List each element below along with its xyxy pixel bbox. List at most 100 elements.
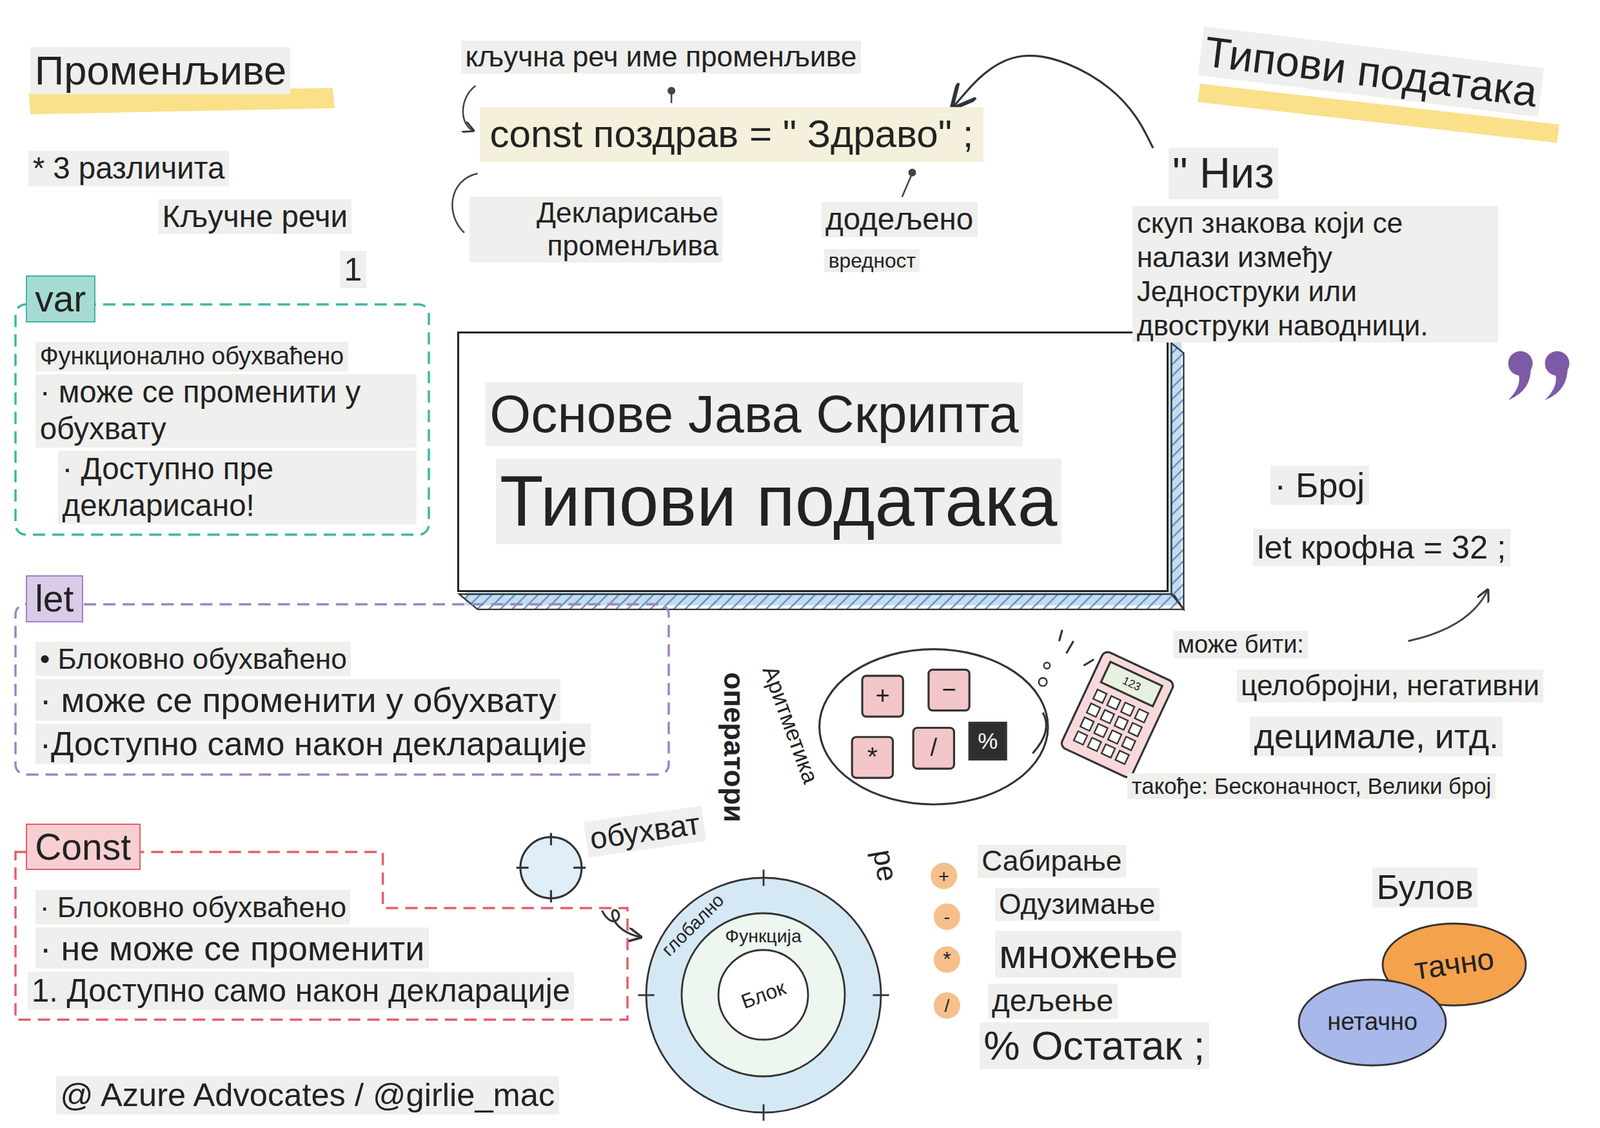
code-line: const поздрав = " Здраво" ; (489, 110, 974, 158)
calculator-button (1135, 708, 1149, 723)
highlight-stroke (1198, 83, 1560, 144)
operator-symbol: + (871, 681, 894, 711)
leader-dot (909, 169, 916, 176)
operator-marker: + (934, 864, 954, 887)
string-type: " Низскуп знакова који се налази између … (1117, 147, 1506, 343)
ring-tick (762, 869, 765, 886)
scope-note: • Блоковно обухваћено (35, 641, 351, 676)
dashed-outline (15, 604, 669, 775)
type-note: такође: Бесконачност, Велики број (1127, 773, 1495, 800)
calculator-button (1107, 730, 1122, 744)
ring-tick (637, 993, 654, 996)
scope-label: Блок (737, 975, 789, 1015)
sparkle-lines (1058, 630, 1094, 666)
note-text: Кључне речи (158, 199, 352, 235)
keyword-tag: var (25, 275, 96, 322)
code-line: let крофна = 32 ; (1253, 528, 1511, 567)
operator-name: Одузимање (995, 888, 1160, 921)
scope-note: Функционално обухваћено (35, 341, 348, 372)
title-line: Основе Јава Скрипта (485, 382, 1023, 447)
ellipse-outline (1382, 923, 1526, 1006)
credit-footer: @ Azure Advocates / @girlie_mac (56, 1076, 560, 1114)
rule-note: 1. Доступно само након декларације (27, 971, 575, 1010)
rule-note: ·Доступно само након декларације (35, 723, 591, 765)
scope-icon-ring (520, 837, 582, 899)
operator-key (969, 722, 1007, 760)
calculator-button (1093, 689, 1107, 703)
code-example: const поздрав = " Здраво" ; (479, 107, 985, 162)
curved-label: ре (865, 842, 905, 889)
quote-tail (1545, 365, 1568, 401)
boolean-value: нетачно (1327, 1007, 1418, 1038)
var-scope-box-outline (15, 304, 429, 535)
const-scope-box: Const· Блоковно обухваћено· не може се п… (15, 851, 628, 1020)
leader-lines (452, 85, 916, 233)
calculator-icon (1059, 650, 1176, 780)
operator-symbol: % (973, 728, 1003, 754)
circle-outline (646, 877, 881, 1113)
true-bubble-outline (1382, 923, 1526, 1006)
block-scope-outline (718, 949, 809, 1040)
calculator-button (1120, 702, 1135, 716)
calculator-buttons (1073, 689, 1149, 765)
operator-marker: - (939, 906, 954, 928)
scope-icon-tick (573, 866, 586, 869)
hatched-band (459, 593, 1184, 610)
calculator-button (1128, 722, 1143, 737)
leader-line (670, 94, 673, 104)
function-scope-outline (681, 913, 845, 1077)
marker-blob (930, 862, 958, 889)
let-scope-box-outline (15, 604, 669, 775)
block-scope: Блок (718, 949, 809, 1040)
operator-symbol: * (862, 741, 882, 772)
scope-icon-tick (550, 889, 553, 903)
scope-icon-tick (516, 866, 529, 869)
keyword-tag: Const (25, 823, 141, 870)
global-scope-outline (646, 877, 881, 1113)
quote-dot (1545, 350, 1570, 376)
marker-blob (933, 903, 961, 930)
section-heading: Типови података (1198, 26, 1544, 118)
code-annotation: Декларисање променљива (469, 196, 723, 263)
calculator-button (1101, 744, 1116, 758)
curved-label: Аритметика (756, 658, 826, 791)
calculator-button (1122, 736, 1136, 751)
scope-icon (516, 833, 587, 903)
scope-icon-tick (550, 833, 553, 846)
code-annotation: додељено (821, 201, 978, 238)
calculator-button (1100, 710, 1115, 724)
calculator-display (1100, 661, 1163, 707)
const-scope-box-outline (15, 851, 628, 1020)
scope-label: Функција (724, 924, 801, 947)
thought-bubble (819, 649, 1048, 805)
quote-dot (1508, 350, 1533, 376)
rule-note: · Доступно пре декларисано! (58, 450, 416, 525)
operator-key (862, 675, 903, 717)
scope-label: глобално (657, 888, 729, 961)
operator-name: множење (995, 930, 1183, 978)
operator-marker: * (938, 947, 956, 971)
ellipse-outline (1298, 979, 1446, 1066)
rule-note: · може се променити у обухвату (35, 374, 416, 448)
rule-note: · не може се променити (35, 927, 429, 970)
bubble-tail (1032, 712, 1047, 754)
circle-outline (718, 949, 809, 1040)
operator-keys (851, 669, 1007, 778)
scope-note: · Блоковно обухваћено (35, 889, 351, 925)
operator-marker: / (940, 994, 954, 1016)
operator-name: дељење (987, 983, 1118, 1019)
true-bubble: тачно (1382, 923, 1526, 1006)
subtitle-line: Типови података (495, 458, 1062, 545)
watercolor-shadow (465, 341, 1183, 605)
leader-line (463, 85, 476, 131)
pointer-arrow (1408, 590, 1488, 642)
bubble-dot (1038, 677, 1048, 687)
highlight-stroke (28, 87, 335, 115)
title-box: Основе Јава СкриптаТипови података (457, 331, 1169, 592)
operator-name: % Остатак ; (979, 1022, 1210, 1070)
type-heading: Булов (1372, 867, 1478, 908)
